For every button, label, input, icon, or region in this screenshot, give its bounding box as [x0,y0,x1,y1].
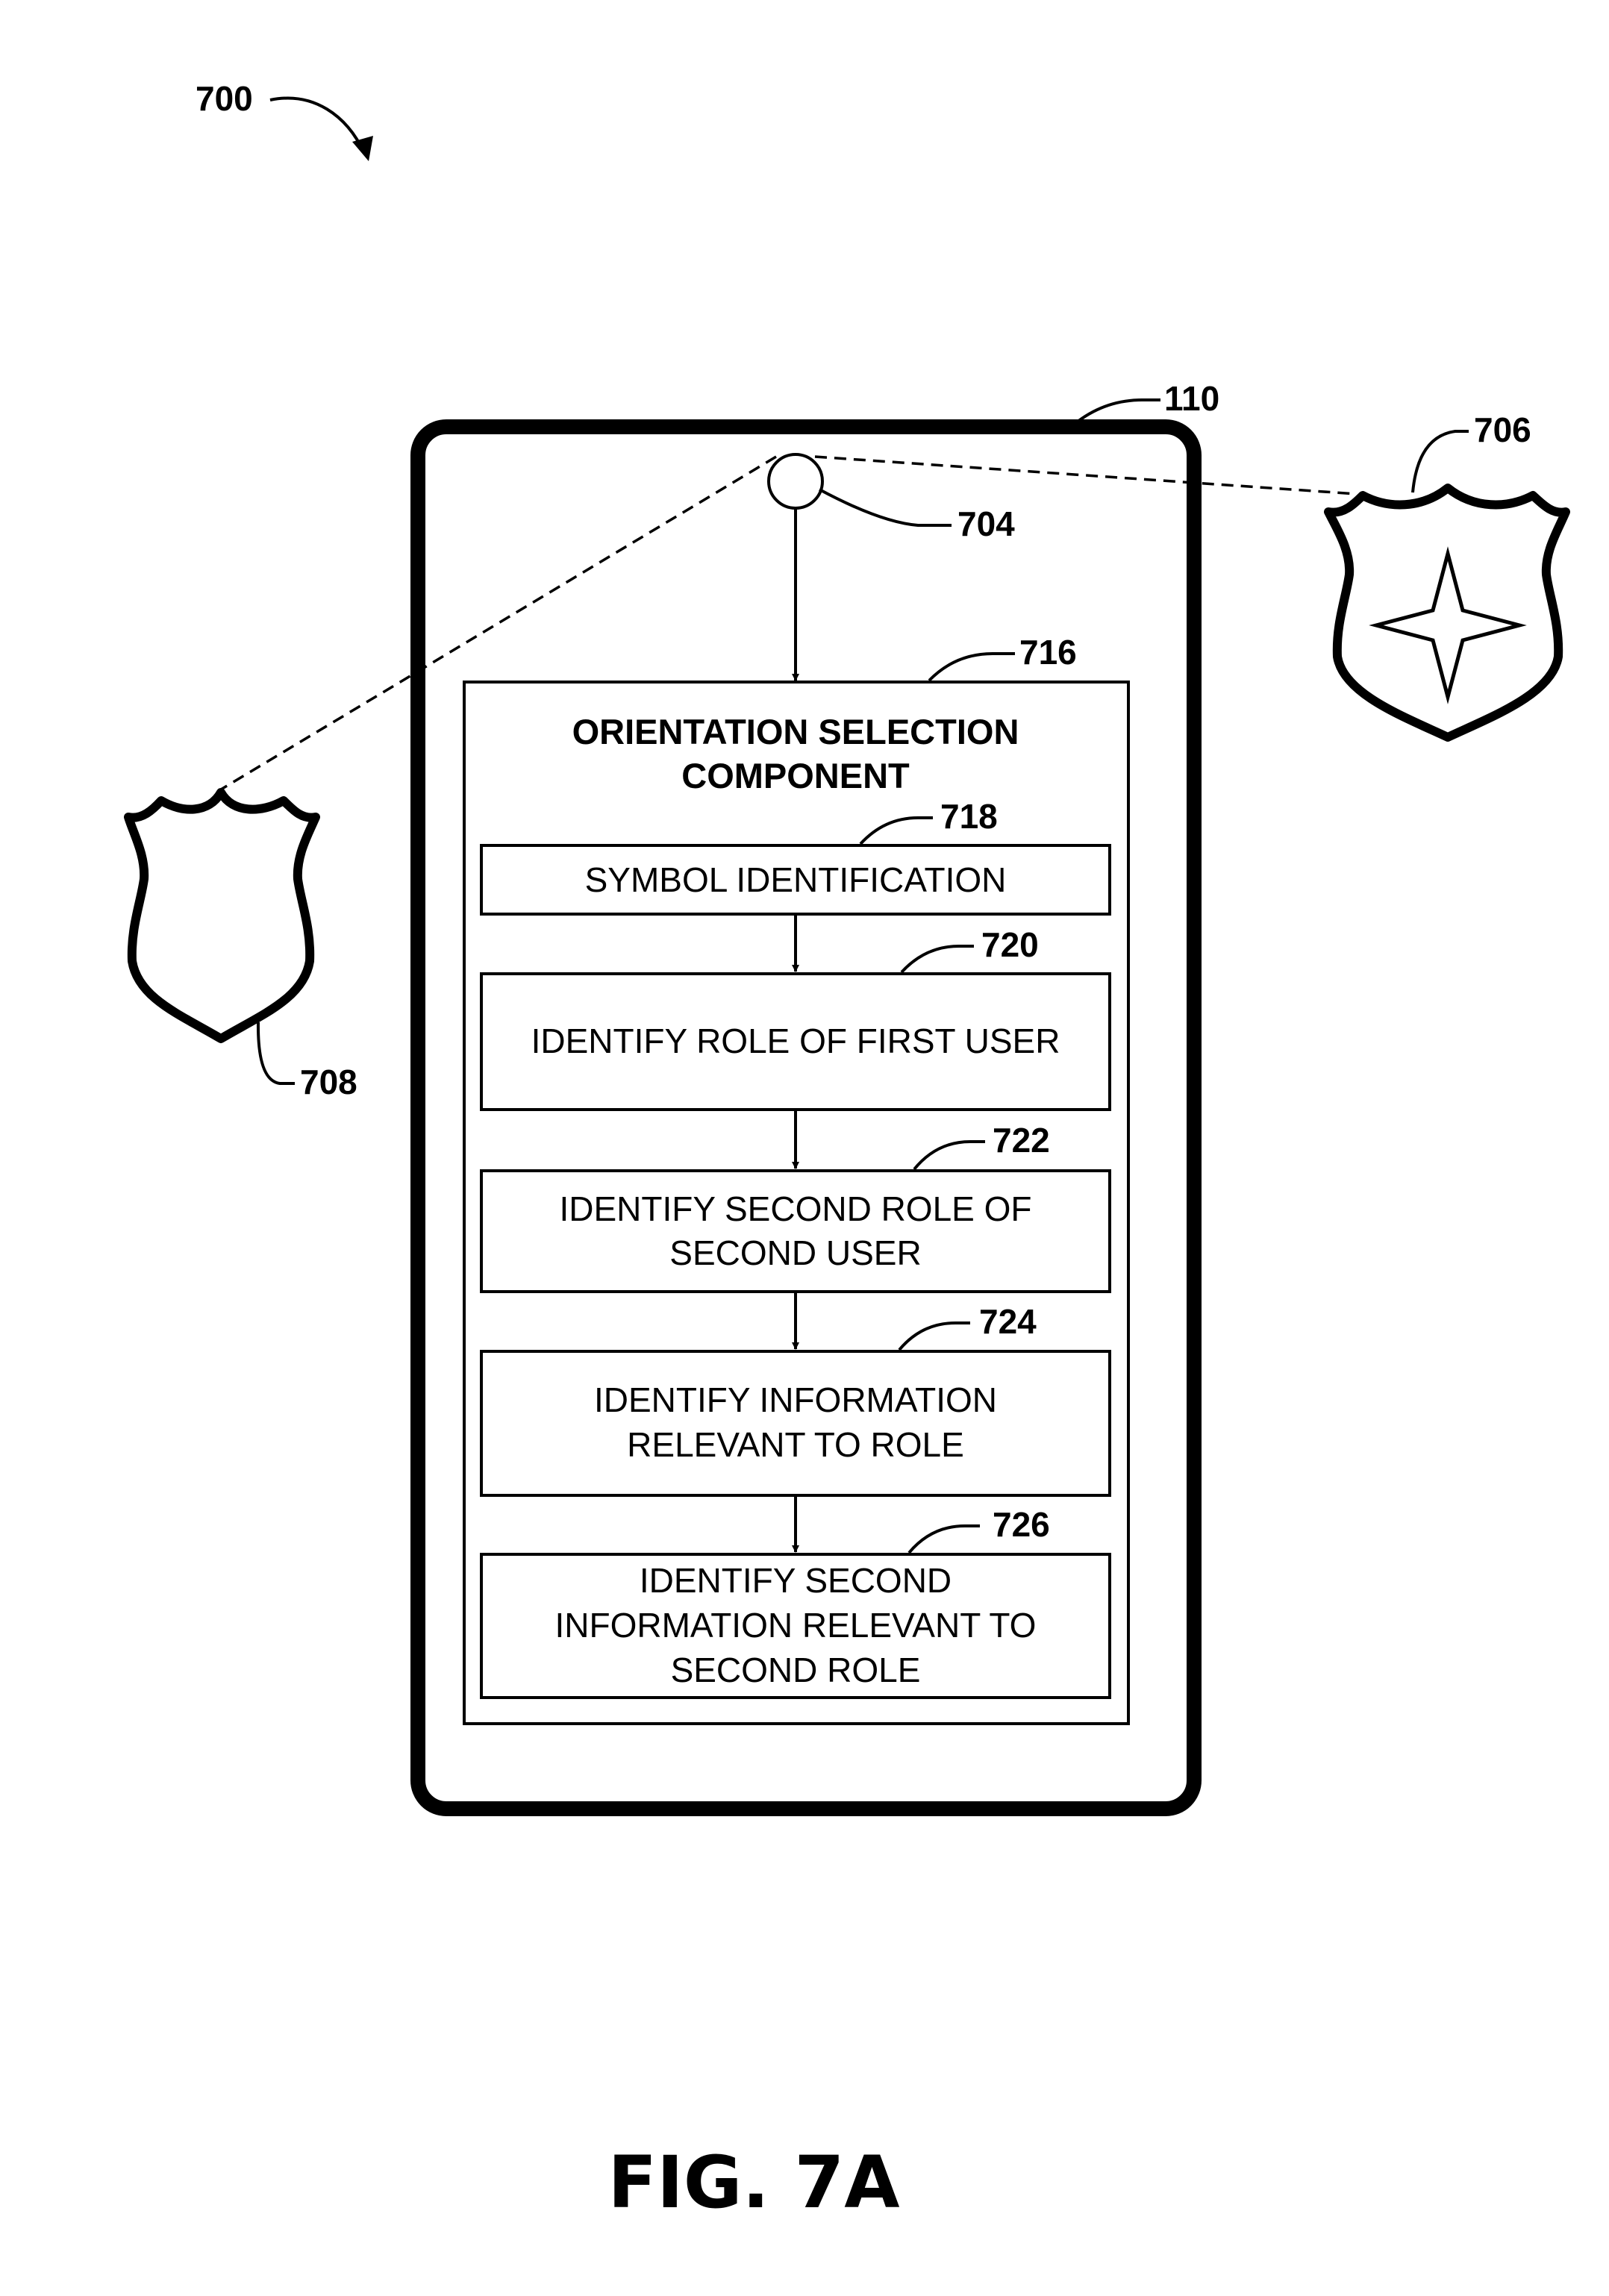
ref-704-label: 704 [957,504,1015,543]
component-title-line-2: COMPONENT [681,756,910,795]
step-box-724 [481,1351,1110,1495]
ref-706-label: 706 [1474,410,1531,449]
step-722-line-2: SECOND USER [669,1233,921,1272]
ref-726-label: 726 [993,1505,1050,1544]
ref-700-label: 700 [196,79,253,118]
ref-722-label: 722 [993,1121,1050,1160]
step-720-line-1: IDENTIFY ROLE OF FIRST USER [531,1022,1060,1060]
badge-706 [1328,488,1566,737]
shield-icon [128,792,316,1039]
step-722-line-1: IDENTIFY SECOND ROLE OF [559,1189,1031,1228]
ref-724-label: 724 [979,1302,1037,1341]
ref-704-leader [819,489,952,525]
ref-700-arrow [270,98,364,153]
ref-706-leader [1413,431,1469,492]
step-724-line-2: RELEVANT TO ROLE [627,1425,964,1464]
step-726-line-2: INFORMATION RELEVANT TO [555,1606,1037,1645]
component-title-line-1: ORIENTATION SELECTION [572,712,1019,751]
ref-716-leader [929,654,1015,681]
device-outline [418,427,1194,1809]
ref-718-leader [860,818,933,844]
ref-716-label: 716 [1019,633,1077,672]
step-718-line-1: SYMBOL IDENTIFICATION [585,860,1007,899]
sensor-circle [769,454,822,508]
ref-724-leader [899,1323,970,1350]
ref-722-leader [914,1142,985,1169]
step-724-line-1: IDENTIFY INFORMATION [594,1380,997,1419]
sight-line-to-706 [815,457,1357,494]
step-726-line-3: SECOND ROLE [671,1651,921,1689]
ref-708-label: 708 [300,1063,357,1101]
ref-726-leader [909,1526,980,1553]
ref-110-label: 110 [1164,379,1219,418]
figure-caption: FIG. 7A [607,2141,899,2224]
badge-708 [128,792,316,1039]
ref-720-leader [902,946,974,972]
step-726-line-1: IDENTIFY SECOND [640,1561,952,1600]
ref-708-leader [258,1022,295,1083]
ref-718-label: 718 [940,797,998,836]
ref-720-label: 720 [981,925,1039,964]
